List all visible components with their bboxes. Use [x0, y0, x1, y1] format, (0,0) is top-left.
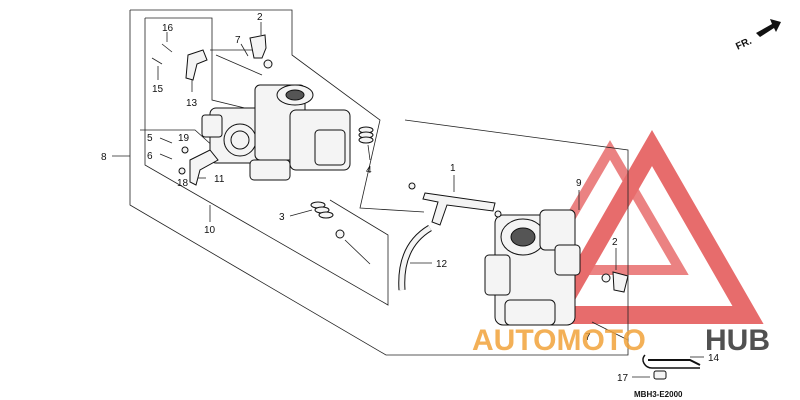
arrow-icon: [756, 19, 781, 37]
assembly-frame: [129, 9, 629, 356]
label-14: 14: [708, 353, 720, 364]
right-carburetor: [484, 209, 581, 326]
label-13: 13: [186, 98, 198, 109]
label-18: 18: [177, 178, 189, 189]
label-4: 4: [366, 165, 372, 176]
watermark-brand: AUTOMOTO HUB: [472, 324, 770, 357]
label-7-right: 7: [585, 332, 591, 343]
joint-pipe-1: [408, 182, 502, 226]
brand-automoto: AUTOMOTO: [472, 324, 646, 357]
part-labels: 16 15 13 2 7 5 19 8 6 18 11 4 10 3 1 12 …: [101, 12, 720, 384]
brand-hub: HUB: [705, 324, 770, 357]
label-8: 8: [101, 152, 107, 163]
leader-lines: [112, 22, 704, 378]
spring-4: [358, 126, 374, 144]
small-parts: [151, 34, 701, 380]
label-12: 12: [436, 259, 448, 270]
label-7-top: 7: [235, 35, 241, 46]
label-17: 17: [617, 373, 629, 384]
label-16: 16: [162, 23, 174, 34]
front-direction-indicator: FR.: [734, 19, 781, 53]
adjuster-3: [310, 201, 371, 265]
label-1: 1: [450, 163, 456, 174]
label-3: 3: [279, 212, 285, 223]
fr-label: FR.: [734, 36, 753, 53]
label-2-right: 2: [612, 237, 618, 248]
label-6: 6: [147, 151, 153, 162]
watermark-logo: [531, 129, 764, 324]
diagram-code: MBH3-E2000: [634, 390, 683, 399]
label-10: 10: [204, 225, 216, 236]
label-11: 11: [214, 174, 225, 185]
label-2-top: 2: [257, 12, 263, 23]
label-15: 15: [152, 84, 164, 95]
label-9: 9: [576, 178, 582, 189]
label-19: 19: [178, 133, 190, 144]
left-carburetor: [201, 84, 351, 181]
label-5: 5: [147, 133, 153, 144]
